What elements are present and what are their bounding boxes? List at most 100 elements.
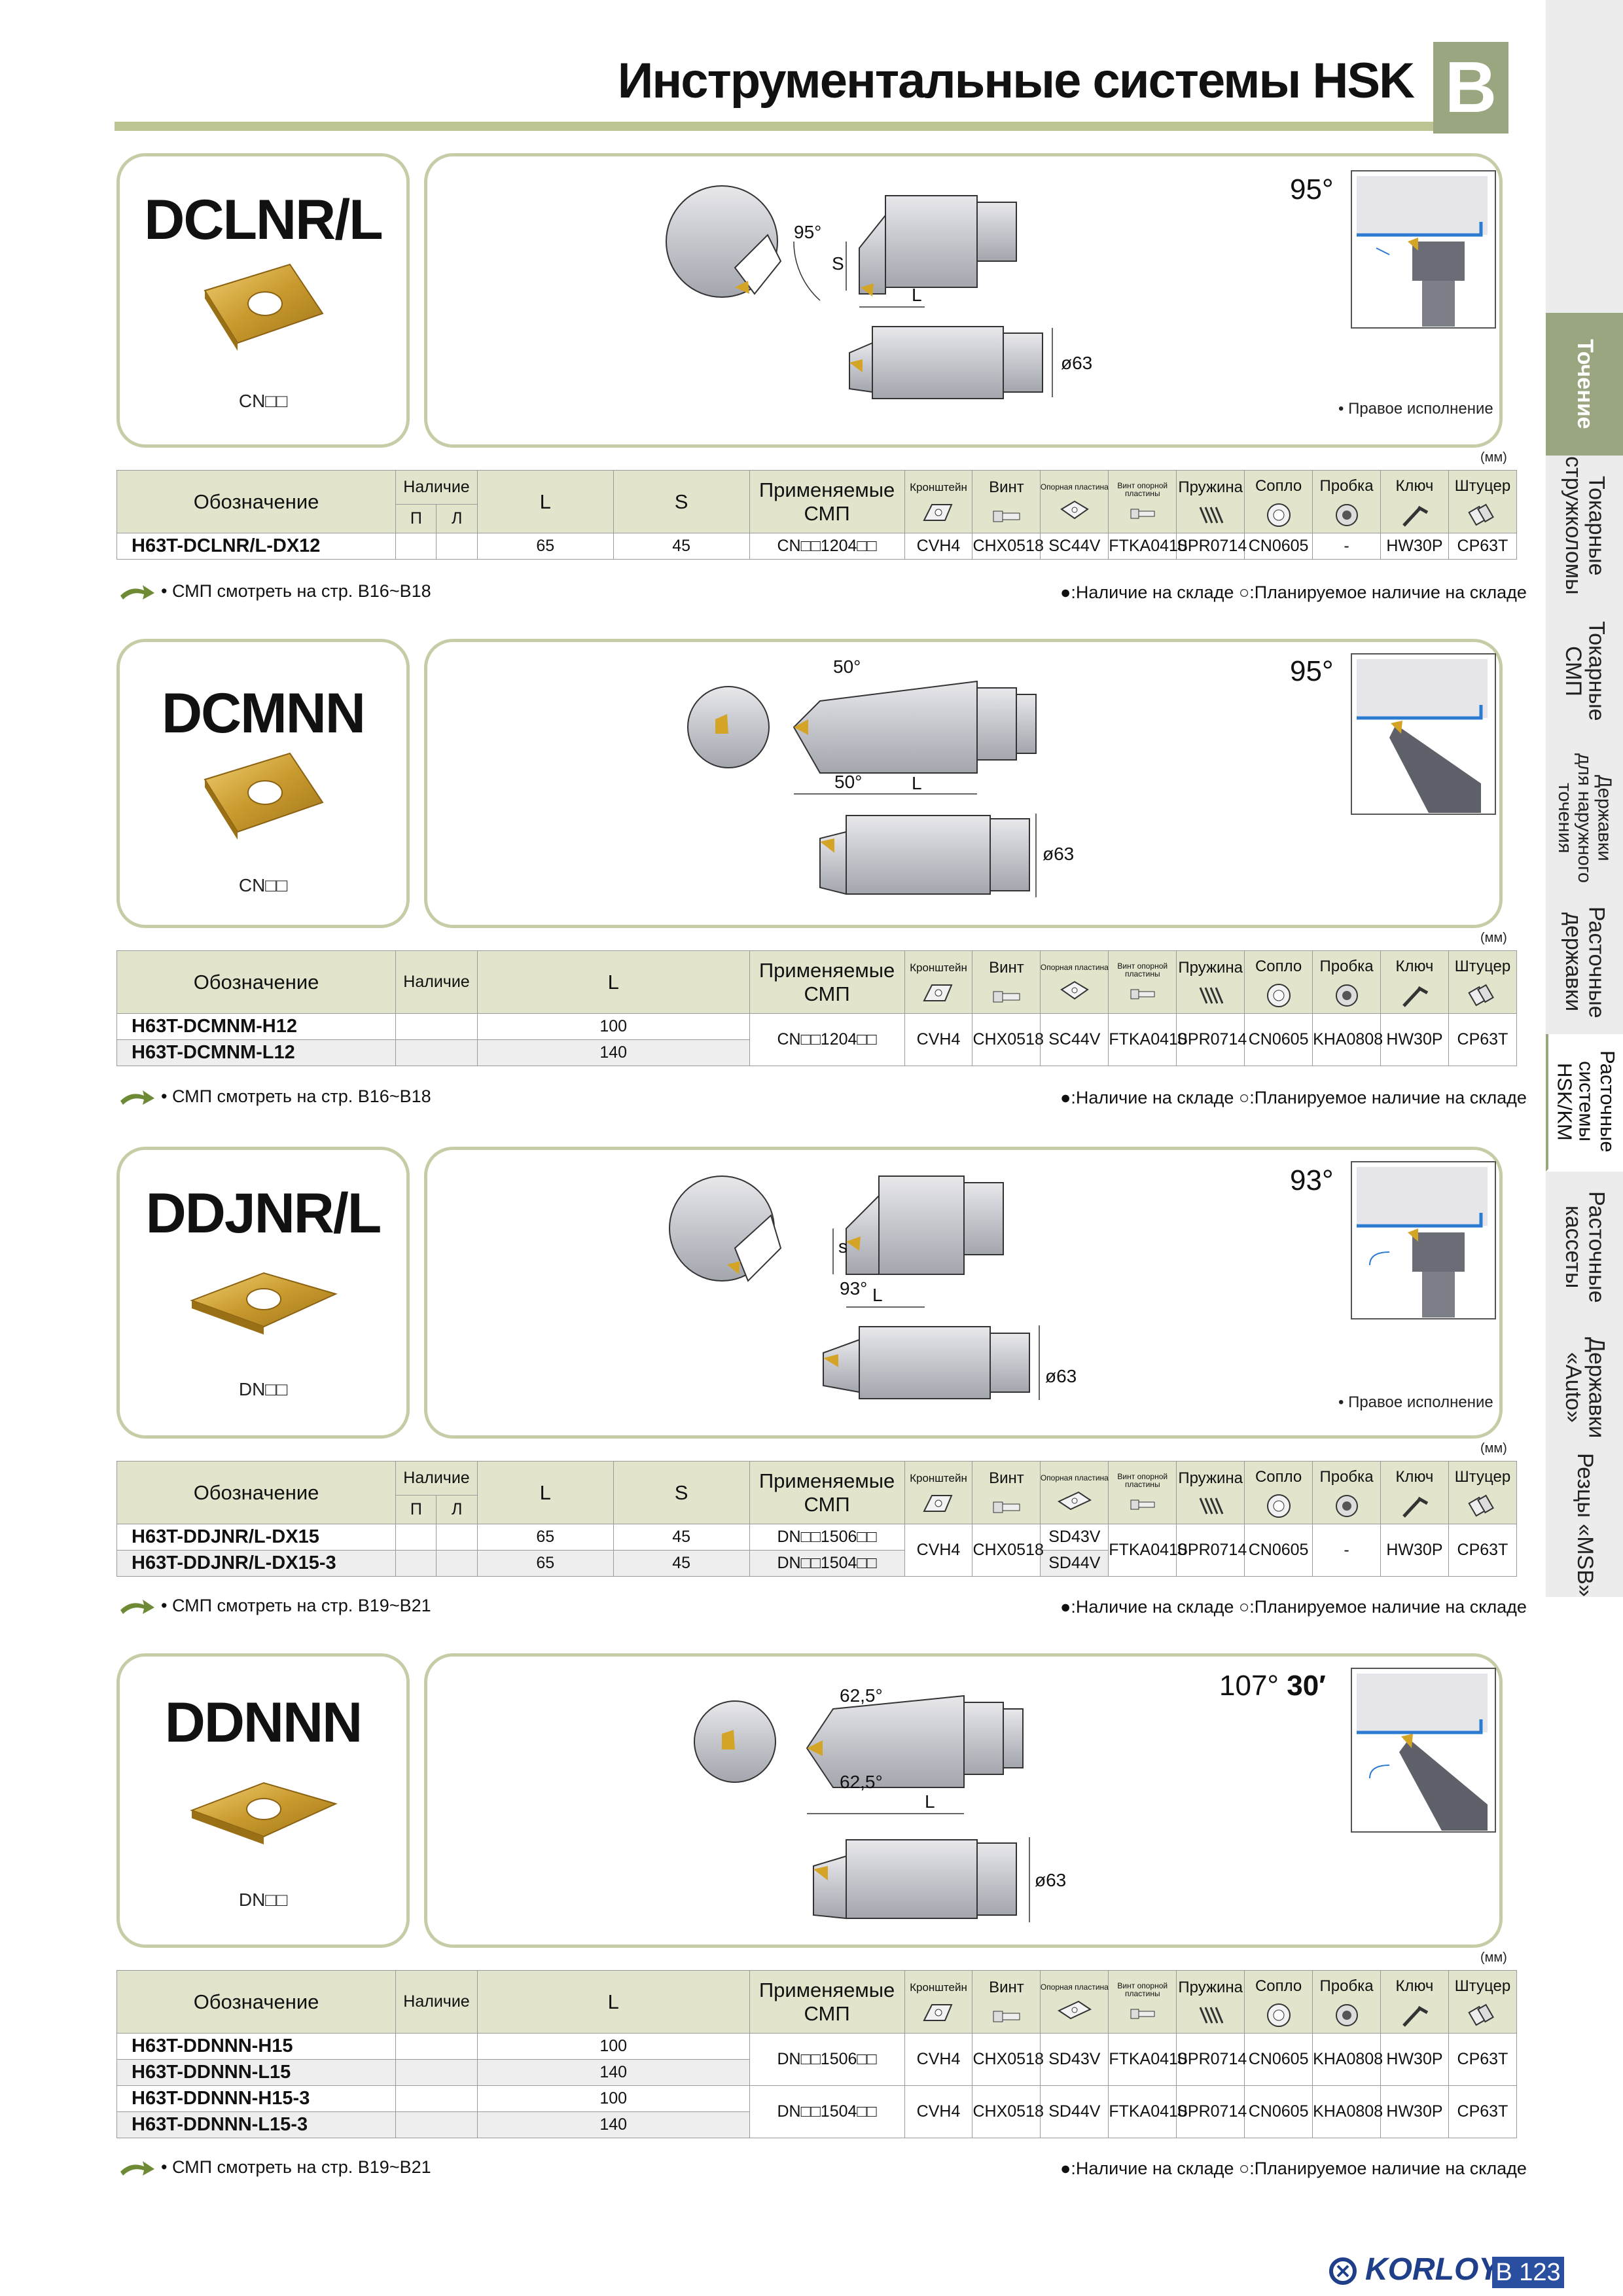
shim: SC44V — [1040, 533, 1109, 560]
shim-screw: FTKA0410 — [1108, 533, 1187, 560]
part-label: Винт опорной пластины — [1117, 1471, 1168, 1489]
avail-p — [395, 533, 437, 560]
availability — [395, 2059, 478, 2086]
part-label: Опорная пластина — [1040, 482, 1109, 492]
screw: CHX0518 — [972, 533, 1044, 560]
machining-illustration — [1351, 653, 1496, 815]
spring-icon — [1199, 506, 1224, 524]
shim-icon — [1060, 980, 1089, 999]
col-inserts: Применяемые СМП — [749, 1970, 905, 2034]
key-icon — [1402, 1496, 1429, 1518]
part-label: Штуцер — [1454, 1467, 1511, 1486]
insert: DN□□1506□□ — [749, 1524, 905, 1551]
col-screw: Винт — [972, 950, 1041, 1014]
dim-angle: 95° — [794, 222, 822, 242]
stock-legend: ●:Наличие на складе ○:Планируемое наличи… — [1060, 1088, 1527, 1107]
tab-boring-bars[interactable]: Расточные державки — [1546, 890, 1623, 1037]
col-shim-screw: Винт опорной пластины — [1108, 1970, 1177, 2034]
tab-inserts[interactable]: Токарные СМП — [1546, 596, 1623, 749]
planned-stock-circle-icon: ○ — [1238, 583, 1250, 602]
korloy-logo-icon — [1329, 2257, 1357, 2286]
table-row: H63T-DCMNM-H12 100 CN□□1204□□ CVH4 CHX05… — [116, 1013, 1518, 1066]
nozzle: CN0605 — [1244, 533, 1313, 560]
screw: CHX0518 — [972, 1524, 1044, 1577]
designation: H63T-DDJNR/L-DX15-3 — [116, 1550, 397, 1577]
bracket-icon — [923, 984, 953, 1001]
col-avail-p: П — [395, 504, 437, 533]
insert: CN□□1204□□ — [749, 533, 905, 560]
plug: KHA0808 — [1312, 2033, 1383, 2086]
approach-angle: 93° — [1290, 1164, 1334, 1196]
dim-diameter: ø63 — [1035, 1870, 1067, 1890]
machining-illustration — [1351, 1161, 1496, 1319]
shim: SD44V — [1040, 2085, 1109, 2138]
table-row: H63T-DDNNN-L15 140 — [116, 2059, 1517, 2086]
tab-turning[interactable]: Точение — [1546, 313, 1623, 458]
fitting-icon — [1468, 503, 1495, 526]
brand-logo: KORLOY — [1329, 2251, 1499, 2287]
col-l: L — [476, 950, 750, 1014]
part-label: Ключ — [1395, 1977, 1434, 1995]
fitting-icon — [1468, 984, 1495, 1006]
spring: SPR0714 — [1176, 2085, 1247, 2138]
col-shim: Опорная пластина — [1040, 470, 1109, 533]
col-inserts: Применяемые СМП — [749, 470, 905, 533]
part-label: Ключ — [1395, 476, 1434, 495]
col-key: Ключ — [1380, 1461, 1449, 1524]
shim-screw-icon — [1130, 1499, 1155, 1509]
part-label: Винт опорной пластины — [1117, 1981, 1168, 1998]
tab-label: Державки «Auto» — [1561, 1336, 1609, 1439]
col-l: L — [476, 1461, 614, 1524]
in-stock-dot-icon: ● — [1060, 583, 1071, 602]
nozzle: CN0605 — [1244, 2033, 1313, 2086]
shim-screw: FTKA0410 — [1108, 2033, 1187, 2086]
key: HW30P — [1380, 533, 1449, 560]
spring-icon — [1199, 986, 1224, 1004]
table-row: H63T-DCMNM-L12 140 — [116, 1039, 1517, 1066]
insert: CN□□1204□□ — [749, 1013, 905, 1066]
dim-l: L — [912, 285, 922, 305]
tab-chipbreakers[interactable]: Токарные стружколомы — [1546, 456, 1623, 598]
section-letter-badge: B — [1433, 42, 1508, 134]
part-label: Винт — [989, 478, 1024, 496]
product-code: DCMNN — [161, 682, 366, 745]
table-row: H63T-DDJNR/L-DX15-3 65 45 DN□□1504□□ SD4… — [116, 1550, 1517, 1577]
tab-external-holders[interactable]: Державки для наружного точения — [1546, 746, 1623, 893]
insert-reference-note: • СМП смотреть на стр. B16~B18 — [118, 581, 431, 602]
col-availability: Наличие — [395, 470, 478, 505]
col-avail-l: Л — [436, 1495, 478, 1524]
machining-illustration — [1351, 170, 1496, 329]
nozzle-icon — [1266, 983, 1291, 1007]
spring-icon — [1199, 1497, 1224, 1515]
avail-p — [395, 1550, 437, 1577]
tab-auto-holders[interactable]: Державки «Auto» — [1546, 1322, 1623, 1456]
product-code: DDJNR/L — [145, 1182, 382, 1245]
part-label: Штуцер — [1454, 1977, 1511, 1995]
col-screw: Винт — [972, 1970, 1041, 2034]
part-label: Пружина — [1178, 958, 1243, 977]
screw-icon — [993, 2011, 1020, 2022]
tab-boring-hsk-km[interactable]: Расточные системы HSK/KM — [1546, 1034, 1623, 1172]
part-label: Винт — [989, 1978, 1024, 1996]
tab-label: Точение — [1572, 339, 1597, 429]
plug-icon — [1335, 2003, 1358, 2026]
part-label: Опорная пластина — [1040, 1982, 1109, 1992]
fitting-icon — [1468, 2003, 1495, 2026]
page-number: B 123 — [1492, 2257, 1564, 2288]
tab-label: Державки для наружного точения — [1554, 753, 1615, 883]
stock-legend: ●:Наличие на складе ○:Планируемое наличи… — [1060, 583, 1527, 602]
tab-boring-cartridges[interactable]: Расточные кассеты — [1546, 1172, 1623, 1325]
fitting: CP63T — [1448, 533, 1518, 560]
col-shim: Опорная пластина — [1040, 950, 1109, 1014]
dim-l: L — [925, 1791, 935, 1812]
insert-reference-note: • СМП смотреть на стр. B19~B21 — [118, 2157, 431, 2178]
right-hand-note: • Правое исполнение — [1338, 400, 1493, 418]
reference-arrow-icon — [120, 1090, 154, 1105]
col-designation: Обозначение — [116, 950, 397, 1014]
col-fitting: Штуцер — [1448, 1970, 1518, 2034]
fitting: CP63T — [1448, 1013, 1518, 1066]
planned-stock-circle-icon: ○ — [1238, 1088, 1250, 1107]
designation: H63T-DDJNR/L-DX15 — [116, 1524, 397, 1551]
tab-msb-tools[interactable]: Резцы «MSB» — [1546, 1453, 1623, 1600]
screw-icon — [993, 991, 1020, 1002]
